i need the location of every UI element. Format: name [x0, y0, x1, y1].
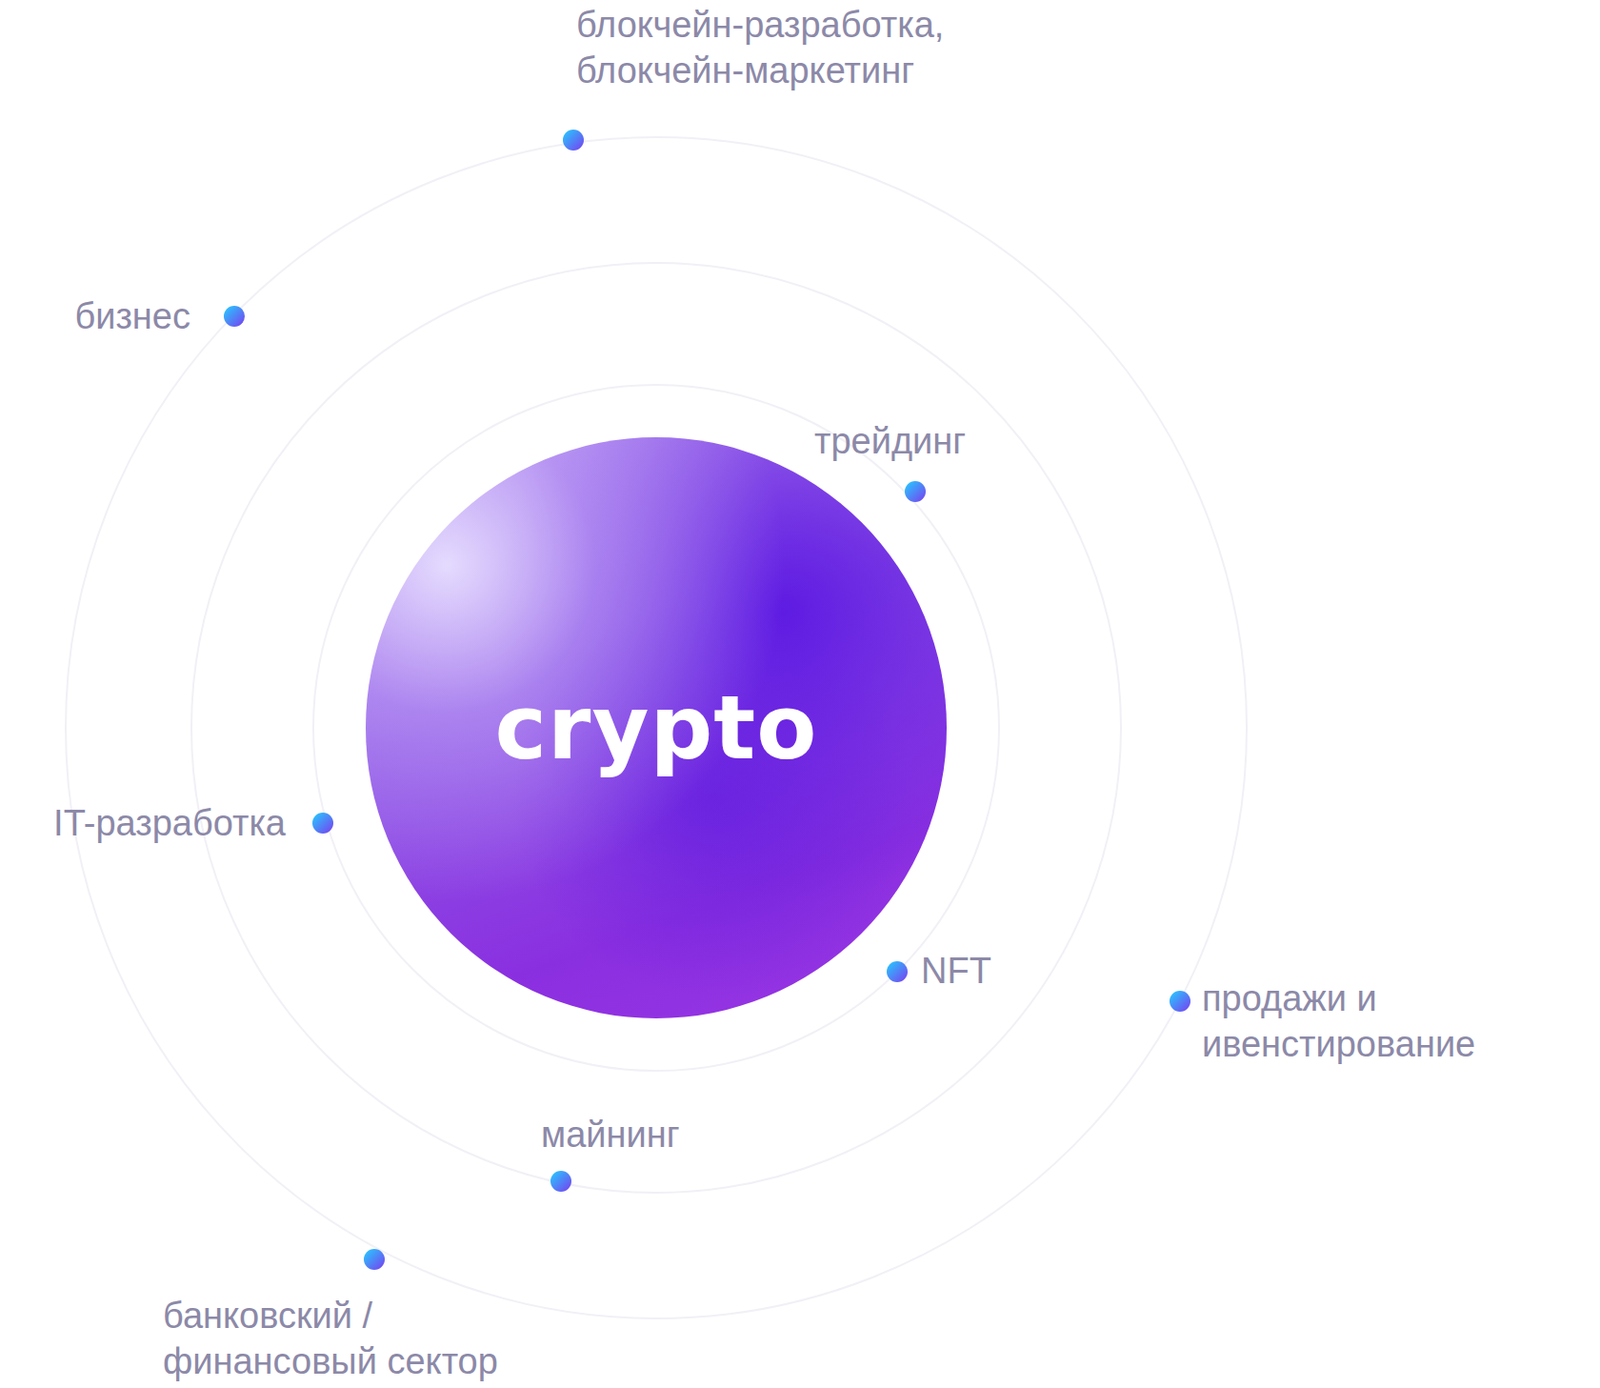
- orbit-dot: [562, 129, 584, 151]
- sector-label: банковский / финансовый сектор: [162, 1292, 563, 1384]
- sector-label: бизнес: [74, 293, 191, 340]
- orbit-ring: [191, 262, 1121, 1193]
- orbit-ring: [313, 384, 1000, 1071]
- orbit-dot: [550, 1170, 572, 1192]
- orbit-dot: [312, 812, 334, 834]
- orbit-ring: [65, 137, 1247, 1319]
- orbit-dot: [363, 1248, 385, 1270]
- sphere-title: crypto: [495, 677, 819, 780]
- sector-label: IT-разработка: [53, 800, 286, 846]
- orbit-dot: [886, 960, 908, 982]
- orbit-dot: [1169, 990, 1191, 1012]
- sector-label: трейдинг: [814, 418, 966, 464]
- sector-label: продажи и ивенстирование: [1201, 975, 1564, 1067]
- orbit-dot: [904, 480, 926, 502]
- sector-label: майнинг: [540, 1111, 680, 1158]
- orbit-dot: [223, 305, 245, 327]
- crypto-sphere: crypto: [365, 437, 947, 1019]
- sector-label: NFT: [920, 947, 992, 994]
- sector-label: блокчейн-разработка, блокчейн-маркетинг: [576, 1, 1072, 94]
